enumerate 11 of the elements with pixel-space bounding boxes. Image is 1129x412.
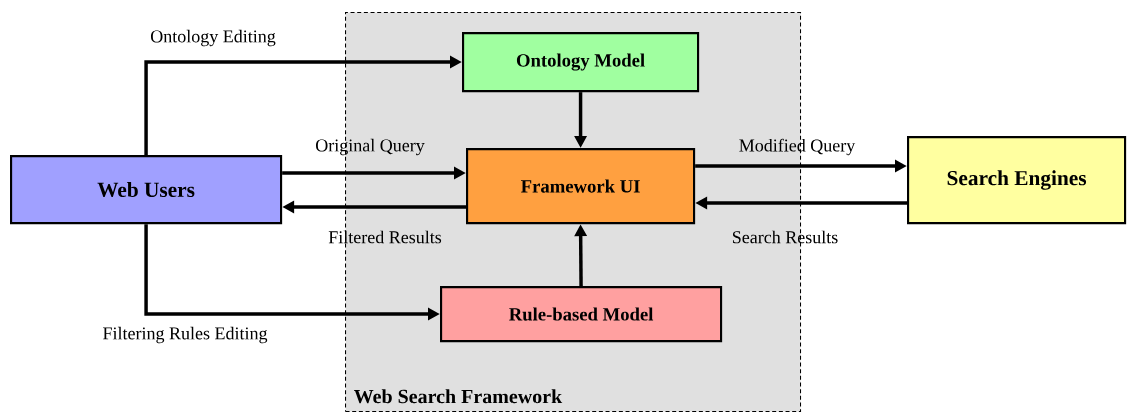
model-box: Rule-based Model <box>440 286 723 343</box>
edge-label: Filtering Rules Editing <box>103 326 268 344</box>
engine-box: Search Engines <box>907 136 1127 225</box>
actor-box: Web Users <box>10 155 283 225</box>
edge-label: Ontology Editing <box>151 29 276 47</box>
edge-label: Original Query <box>316 138 425 156</box>
model-box: Ontology Model <box>462 32 700 93</box>
edge-label: Filtered Results <box>328 230 442 244</box>
edge-label: Search Results <box>733 230 838 244</box>
edge-label: Modified Query <box>739 138 856 156</box>
ui-box: Framework UI <box>466 148 696 225</box>
